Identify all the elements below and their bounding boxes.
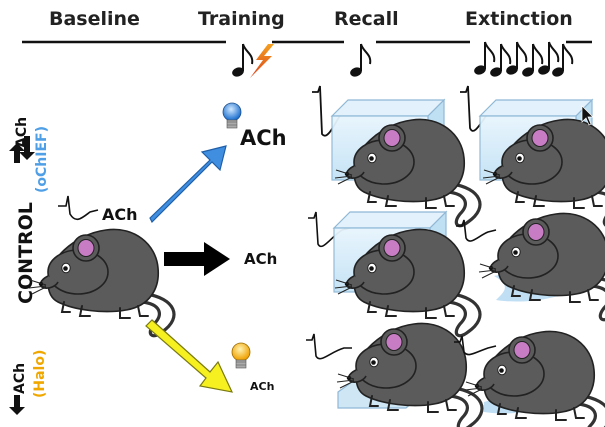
row-label-top: ACh (oChIEF) <box>14 117 50 193</box>
lightning-icon <box>250 44 274 78</box>
lightbulb-yellow-icon <box>231 342 251 369</box>
extinction-trace-bottom <box>454 335 497 356</box>
row-label-bottom: ACh (Halo) <box>12 350 48 398</box>
music-notes-icon <box>471 41 574 80</box>
mouse-extinction-middle <box>477 211 605 322</box>
header-training: Training <box>198 8 285 30</box>
arrow-middle <box>164 242 230 276</box>
extinction-trace-middle <box>456 219 497 242</box>
arrow-up-icon <box>19 136 35 160</box>
recall-trace-bottom <box>306 333 352 360</box>
baseline-trace <box>58 195 99 221</box>
row-label-control: CONTROL <box>15 202 37 304</box>
mouse-extinction-bottom <box>463 329 605 427</box>
arrow-top <box>149 145 227 224</box>
arrow-down-icon <box>9 395 25 415</box>
arrow-up-icon <box>9 143 25 163</box>
header-recall: Recall <box>334 8 399 30</box>
arrow-bottom <box>145 319 234 393</box>
svg-text:ACh: ACh <box>14 117 30 148</box>
cursor-icon <box>581 105 594 126</box>
music-note-icon <box>229 43 254 80</box>
header-baseline: Baseline <box>49 8 140 30</box>
music-note-icon <box>347 43 372 80</box>
header-extinction: Extinction <box>465 8 573 30</box>
ach-label-middle: ACh <box>244 250 277 268</box>
ach-label-bottom: ACh <box>250 380 274 393</box>
lightbulb-blue-icon <box>222 102 242 129</box>
ach-label-top: ACh <box>240 126 287 150</box>
ach-label-baseline: ACh <box>102 205 138 224</box>
svg-text:ACh: ACh <box>12 363 28 394</box>
svg-text:(oChIEF): (oChIEF) <box>34 126 50 193</box>
svg-text:(Halo): (Halo) <box>32 350 48 398</box>
